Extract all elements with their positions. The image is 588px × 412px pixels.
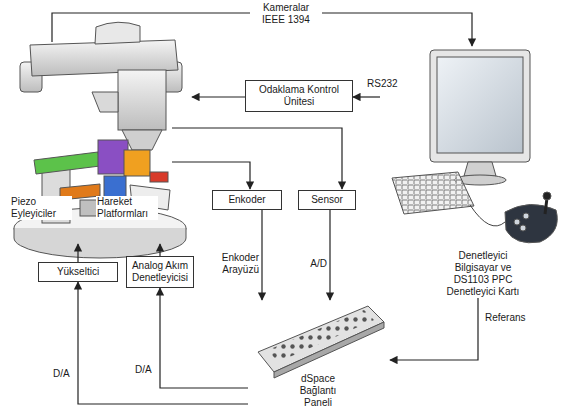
connector bbox=[390, 298, 478, 360]
node-text: Analog Akım Denetleyicisi bbox=[131, 260, 189, 284]
encoder-box: Enkoder bbox=[212, 190, 282, 210]
edge-label: D/A bbox=[52, 368, 71, 380]
computer bbox=[392, 50, 557, 243]
connector bbox=[160, 288, 248, 388]
connector bbox=[329, 210, 330, 300]
edge-label: Referans bbox=[484, 312, 527, 324]
computer-node: Denetleyici Bilgisayar ve DS1103 PPC Den… bbox=[380, 40, 565, 298]
connection-panel bbox=[258, 306, 384, 378]
edge-label: Enkoder Arayüzü bbox=[208, 252, 260, 276]
signal-wire bbox=[78, 97, 342, 262]
amplifier-box: Yükseltici bbox=[38, 262, 118, 282]
edge-label: RS232 bbox=[366, 78, 399, 90]
microscope bbox=[14, 22, 186, 258]
node-text: dSpace Bağlantı Paneli bbox=[290, 373, 346, 409]
node-text: Yükseltici bbox=[43, 266, 113, 278]
current-controller-box: Analog Akım Denetleyicisi bbox=[126, 256, 194, 288]
connector bbox=[261, 210, 262, 300]
sensor-box: Sensor bbox=[298, 190, 356, 210]
camera-label: Kameralar IEEE 1394 bbox=[250, 2, 322, 26]
node-text: Odaklama Kontrol Ünitesi bbox=[250, 84, 348, 108]
control-box: Odaklama Kontrol Ünitesi bbox=[245, 80, 353, 112]
node-text: Denetleyici Bilgisayar ve DS1103 PPC Den… bbox=[438, 250, 528, 298]
connector bbox=[353, 96, 380, 97]
node-text: Enkoder bbox=[217, 194, 277, 206]
platform-label: Hareket Platformları bbox=[96, 196, 158, 220]
panel-node: dSpace Bağlantı Paneli bbox=[248, 300, 390, 409]
connector bbox=[78, 282, 248, 404]
actuator-label: Piezo Eyleyiciler bbox=[10, 196, 72, 220]
edge-label: D/A bbox=[134, 364, 153, 376]
node-text: Sensor bbox=[303, 194, 351, 206]
edge-label: A/D bbox=[304, 258, 328, 270]
